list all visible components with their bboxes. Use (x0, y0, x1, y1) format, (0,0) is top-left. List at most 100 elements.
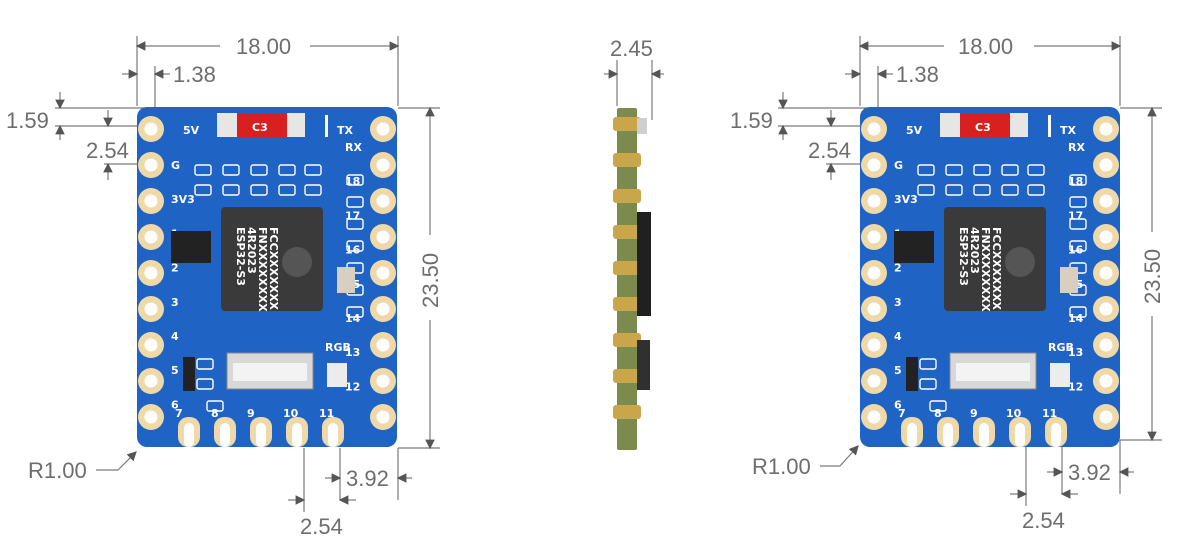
board-front-left: 18.00 1.38 1.59 2.54 (6, 34, 443, 539)
bottom-pad-hole (1051, 423, 1061, 447)
side-pad (613, 189, 641, 203)
left-pin-label: 3 (894, 296, 902, 309)
bottom-pin-label: 10 (1006, 407, 1022, 420)
bottom-pin-pitch-label: 2.54 (300, 514, 343, 539)
esp32-chip (944, 207, 1046, 311)
smd-component (1069, 196, 1087, 208)
pad-hole (1099, 410, 1113, 424)
left-pin-label: 5 (894, 364, 902, 377)
right-pin-label: 16 (345, 244, 361, 257)
pcb-right: G3V3123456RX181716151413125VTX7891011C3E… (860, 107, 1120, 447)
pin-pitch-dimension-right: 2.54 (808, 110, 868, 180)
height-dimension-right: 23.50 (1120, 106, 1165, 442)
smd-component (917, 184, 935, 196)
board-side-view: 2.45 (604, 36, 664, 450)
rgb-led (327, 363, 347, 387)
side-pad (613, 297, 641, 311)
regulator (894, 231, 934, 263)
pad-hole (144, 194, 158, 208)
thickness-label: 2.45 (610, 36, 653, 61)
left-pin-label: 3 (171, 296, 179, 309)
bottom-pad-hole (292, 423, 302, 447)
smd-component (1001, 184, 1019, 196)
board-front-right: 18.00 1.38 1.59 2.54 23.50 (730, 34, 1165, 533)
pin-offset-y-dimension: 1.59 (6, 92, 145, 140)
right-pin-label: 14 (1068, 312, 1084, 325)
smd-component (917, 164, 935, 176)
bottom-pad-hole (184, 423, 194, 447)
pad-hole (144, 410, 158, 424)
pad-hole (1099, 122, 1113, 136)
chip-marking: 4R2023 (245, 227, 258, 274)
pad-hole (867, 122, 881, 136)
regulator (171, 231, 211, 263)
pin-offset-x-dimension-right: 1.38 (845, 62, 939, 120)
pad-hole (144, 158, 158, 172)
pad-hole (867, 194, 881, 208)
c3-label: C3 (252, 121, 268, 134)
right-pin-label: 16 (1068, 244, 1084, 257)
bottom-pad-hole (1015, 423, 1025, 447)
bottom-pin-offset-dimension: 3.92 (325, 448, 412, 500)
c3-label: C3 (975, 121, 991, 134)
pad-hole (1099, 266, 1113, 280)
diode (183, 357, 195, 391)
pad-hole (867, 410, 881, 424)
smd-component (346, 218, 364, 230)
pad-hole (144, 374, 158, 388)
smd-component (1001, 164, 1019, 176)
thickness-dimension: 2.45 (604, 36, 664, 120)
left-pin-label: 4 (171, 330, 179, 343)
side-pads (613, 117, 641, 419)
separator (325, 115, 328, 137)
left-pin-label: 4 (894, 330, 902, 343)
rgb-led (1050, 363, 1070, 387)
pad-hole (1099, 230, 1113, 244)
bottom-pin-label: 9 (247, 407, 255, 420)
right-pin-label: 12 (1068, 380, 1083, 393)
bottom-pin-offset-label-right: 3.92 (1068, 460, 1111, 485)
smd-component (346, 174, 364, 186)
bottom-pad-hole (220, 423, 230, 447)
c3-marking (237, 113, 287, 137)
side-connector (637, 212, 651, 316)
pad-hole (376, 230, 390, 244)
left-pin-label: 6 (171, 398, 179, 411)
right-pin-label: RX (345, 141, 362, 154)
width-label-right: 18.00 (958, 34, 1013, 59)
pad-hole (144, 122, 158, 136)
width-dimension: 18.00 (135, 34, 400, 106)
left-pin-label: G (894, 159, 903, 172)
pcb: G3V3123456RX181716151413125VTX7891011C3E… (137, 107, 397, 447)
crystal (337, 267, 355, 293)
chip-marking: ESP32-S3 (234, 227, 247, 286)
bottom-pin-pitch-dimension: 2.54 (288, 448, 356, 539)
bottom-pin-label: 7 (898, 407, 906, 420)
pad-hole (867, 230, 881, 244)
smd-component (1069, 240, 1087, 252)
esp32-chip (221, 207, 323, 311)
pad-hole (867, 374, 881, 388)
bottom-pin-label: 10 (283, 407, 299, 420)
smd-component (196, 378, 214, 390)
smd-component (945, 164, 963, 176)
side-pad (613, 369, 641, 383)
smd-component (346, 196, 364, 208)
corner-radius-dimension-right: R1.00 (752, 445, 859, 479)
pad-hole (1099, 302, 1113, 316)
chip-marking: FCCXXXXXXX (267, 227, 280, 311)
pad-hole (867, 266, 881, 280)
bottom-pad-hole (943, 423, 953, 447)
bottom-pin-label: 8 (211, 407, 219, 420)
right-pin-label: 13 (1068, 346, 1083, 359)
pad-hole (867, 338, 881, 352)
smd-component (929, 400, 947, 412)
bottom-pin-offset-dimension-right: 3.92 (1047, 440, 1134, 494)
top-label-5v: 5V (906, 124, 923, 137)
chip-marking: 4R2023 (968, 227, 981, 274)
pad-hole (1099, 374, 1113, 388)
left-pin-label: 5 (171, 364, 179, 377)
bottom-pin-pitch-dimension-right: 2.54 (1010, 440, 1078, 533)
left-pin-label: G (171, 159, 180, 172)
